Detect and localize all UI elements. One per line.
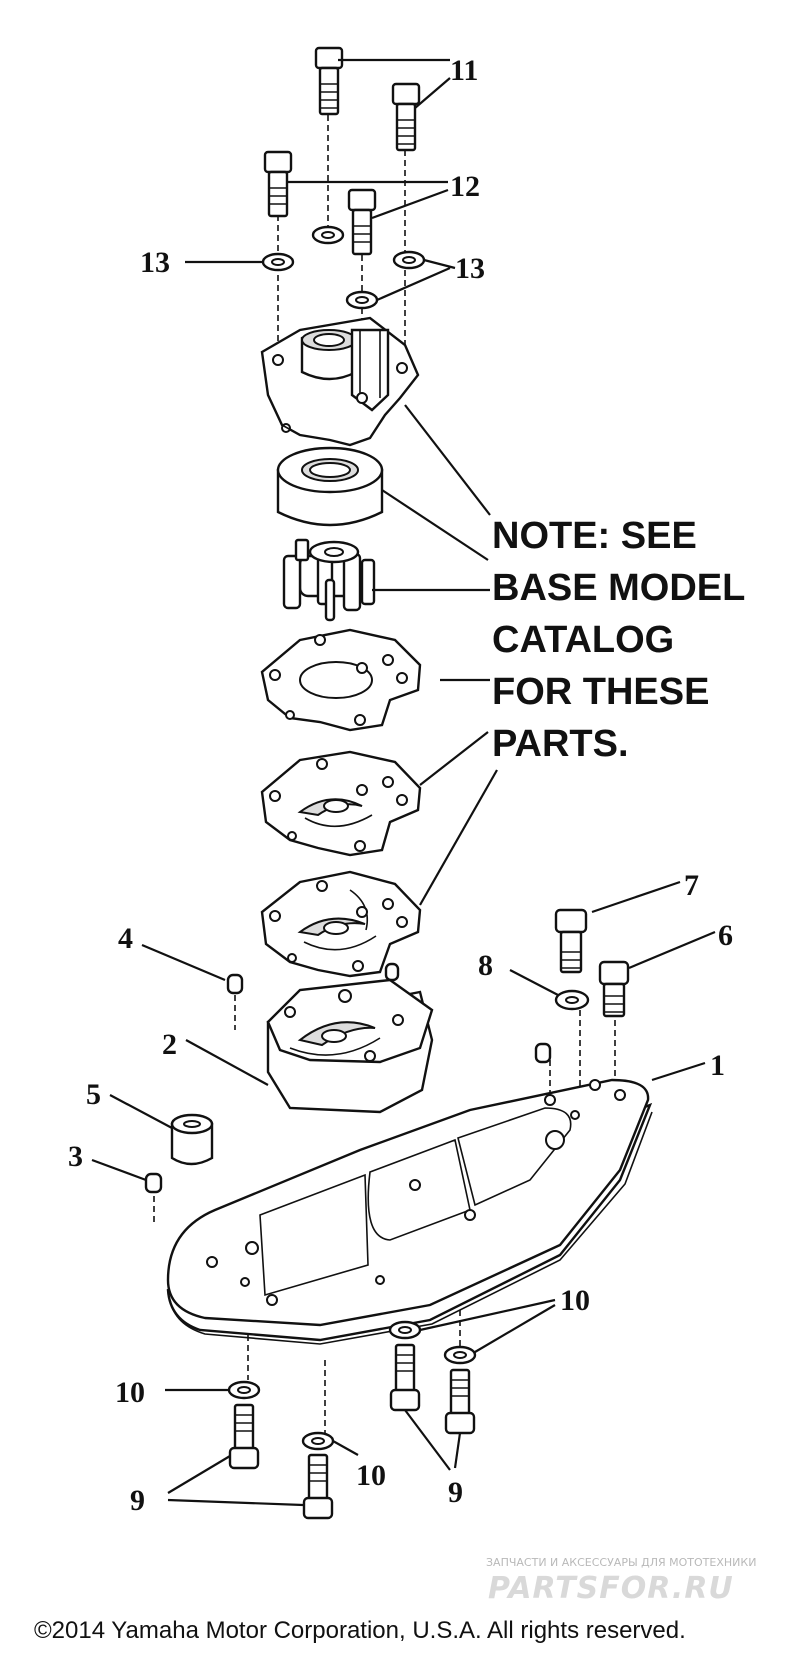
washer-10-b bbox=[443, 1345, 477, 1365]
callout-6: 6 bbox=[718, 919, 733, 952]
dowel-pin-upper-right bbox=[384, 962, 400, 982]
pump-gasket bbox=[260, 628, 422, 732]
callout-5: 5 bbox=[86, 1078, 101, 1111]
bolt-7 bbox=[554, 908, 588, 974]
callout-2: 2 bbox=[162, 1028, 177, 1061]
adapter-plate bbox=[166, 1078, 653, 1345]
outer-plate bbox=[260, 750, 422, 857]
bolt-12-left bbox=[263, 150, 293, 218]
impeller-liner bbox=[276, 446, 384, 527]
washer-8 bbox=[554, 989, 590, 1011]
washer-13-b bbox=[261, 252, 295, 272]
bolt-9-c bbox=[228, 1403, 260, 1470]
bolt-9-d bbox=[302, 1453, 334, 1520]
callout-13-right: 13 bbox=[455, 252, 485, 285]
pump-base bbox=[266, 978, 434, 1114]
collar-5 bbox=[170, 1113, 214, 1166]
impeller bbox=[282, 538, 376, 622]
note-line-4: FOR THESE bbox=[492, 671, 709, 713]
washer-10-d bbox=[301, 1431, 335, 1451]
bolt-9-b bbox=[444, 1368, 476, 1435]
inner-plate bbox=[260, 870, 422, 978]
leader-lines bbox=[91, 58, 716, 1507]
callout-12: 12 bbox=[450, 170, 480, 203]
washer-13-d bbox=[345, 290, 379, 310]
washer-13-a bbox=[311, 225, 345, 245]
bolt-9-a bbox=[389, 1343, 421, 1412]
callout-4: 4 bbox=[118, 922, 133, 955]
dowel-pin-4 bbox=[226, 973, 244, 995]
bolt-11-left bbox=[314, 46, 344, 116]
callout-1: 1 bbox=[710, 1049, 725, 1082]
pump-housing bbox=[260, 316, 420, 447]
callout-10-bottom: 10 bbox=[356, 1459, 386, 1492]
washer-10-a bbox=[388, 1320, 422, 1340]
watermark: ЗАПЧАСТИ И АКСЕССУАРЫ ДЛЯ МОТОТЕХНИКИ PA… bbox=[486, 1556, 756, 1606]
callout-13-left: 13 bbox=[140, 246, 170, 279]
note-line-2: BASE MODEL bbox=[492, 567, 745, 609]
washer-13-c bbox=[392, 250, 426, 270]
copyright-notice: ©2014 Yamaha Motor Corporation, U.S.A. A… bbox=[34, 1617, 686, 1644]
note-line-3: CATALOG bbox=[492, 619, 674, 661]
callout-3: 3 bbox=[68, 1140, 83, 1173]
callout-7: 7 bbox=[684, 869, 699, 902]
callout-10-left: 10 bbox=[115, 1376, 145, 1409]
bolt-11-right bbox=[391, 82, 421, 152]
watermark-tagline: ЗАПЧАСТИ И АКСЕССУАРЫ ДЛЯ МОТОТЕХНИКИ bbox=[486, 1556, 756, 1569]
watermark-brand: PARTSFOR.RU bbox=[488, 1571, 734, 1606]
callout-10-right: 10 bbox=[560, 1284, 590, 1317]
bolt-6 bbox=[598, 960, 630, 1018]
note-line-1: NOTE: SEE bbox=[492, 515, 697, 557]
washer-10-c bbox=[227, 1380, 261, 1400]
callout-11: 11 bbox=[450, 54, 478, 87]
callout-8: 8 bbox=[478, 949, 493, 982]
note-line-5: PARTS. bbox=[492, 723, 629, 765]
bolt-12-right bbox=[347, 188, 377, 256]
dowel-pin-plate bbox=[534, 1042, 552, 1064]
callout-9-right: 9 bbox=[448, 1476, 463, 1509]
callout-labels: 11 12 13 13 7 6 8 4 2 1 5 3 10 10 10 9 9 bbox=[68, 54, 733, 1517]
note-block: NOTE: SEE BASE MODEL CATALOG FOR THESE P… bbox=[492, 515, 745, 765]
dowel-pin-3 bbox=[144, 1172, 163, 1194]
callout-9-left: 9 bbox=[130, 1484, 145, 1517]
